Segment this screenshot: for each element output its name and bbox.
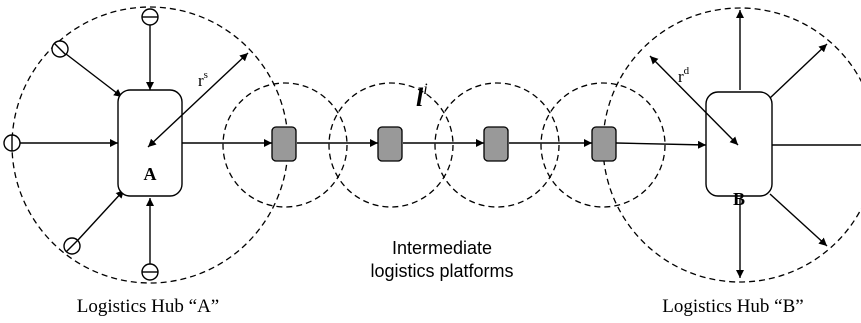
platforms-caption-line1: Intermediate — [392, 238, 492, 258]
source-node-lower-left — [63, 237, 81, 255]
platforms-caption-line2: logistics platforms — [370, 261, 513, 281]
platform-coverage-circle-2 — [328, 82, 454, 208]
hub-b-outbound-arrows — [736, 10, 861, 278]
hub-a-radius-arrow — [147, 52, 249, 148]
platform-chain-links — [182, 139, 707, 149]
hub-a-caption: Logistics Hub “A” — [77, 296, 219, 317]
hub-b-caption: Logistics Hub “B” — [662, 296, 803, 317]
platform-coverage-circle-3 — [434, 82, 560, 208]
hub-a-box-label: A — [144, 164, 157, 184]
intermediate-platform-2 — [377, 126, 403, 162]
intermediate-platform-3 — [483, 126, 509, 162]
source-node-bottom — [141, 263, 159, 281]
source-node-upper-left — [51, 40, 69, 58]
hub-a-source-nodes — [3, 8, 159, 281]
intermediate-platform-1 — [271, 126, 297, 162]
platform-coverage-circle-4 — [540, 82, 666, 208]
source-node-top — [141, 8, 159, 26]
hub-a-radius-label: rs — [198, 69, 208, 90]
intermediate-platform-4 — [591, 126, 617, 162]
link-label: li — [416, 81, 428, 112]
hub-b-radius-label: rd — [678, 65, 690, 86]
source-node-left — [3, 134, 21, 152]
hub-b-box — [705, 91, 773, 197]
hub-b-radius-arrow — [649, 55, 739, 146]
hub-b-box-label: B — [733, 189, 745, 209]
